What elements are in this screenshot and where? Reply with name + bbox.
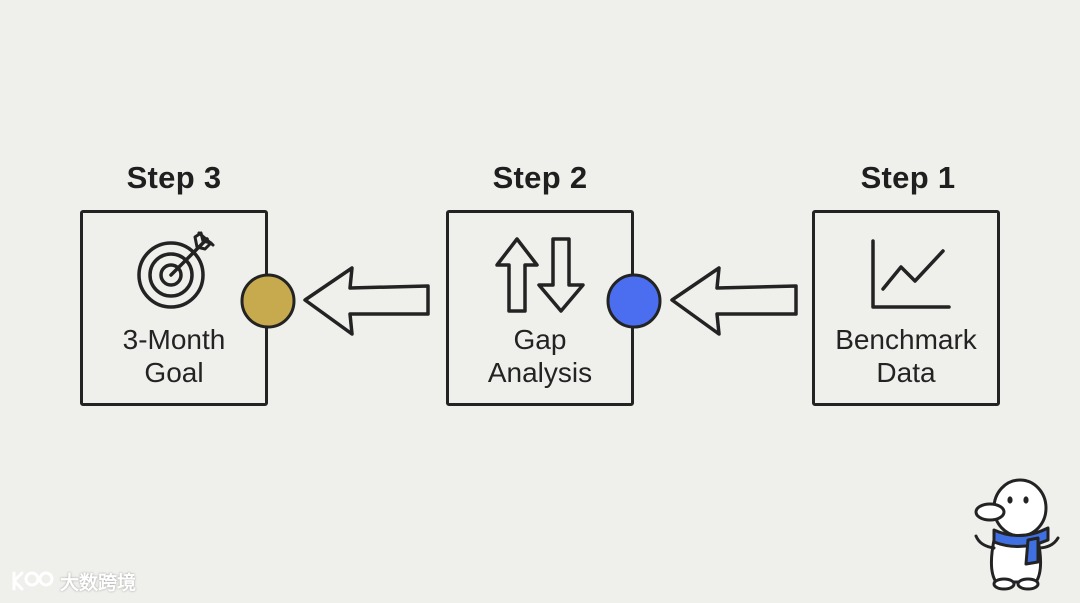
step3-label-line2: Goal: [144, 357, 204, 388]
step3-label: 3-Month Goal: [83, 323, 265, 389]
mascot-icon: [974, 478, 1060, 591]
arrow-step1-to-step2: [670, 266, 798, 336]
step2-label: Gap Analysis: [449, 323, 631, 389]
step1-label-line1: Benchmark: [835, 324, 977, 355]
step2-label-line2: Analysis: [487, 357, 593, 388]
watermark-logo-icon: [12, 571, 54, 591]
step2-title: Step 2: [492, 160, 588, 195]
step1-title: Step 1: [860, 160, 956, 195]
up-down-arrows-icon: [495, 237, 585, 313]
step1-label-line2: Data: [876, 357, 936, 388]
step3-title: Step 3: [126, 160, 222, 195]
arrow-step2-to-step3: [303, 266, 430, 336]
watermark: 大数跨境: [10, 567, 136, 595]
line-chart-icon: [871, 239, 951, 309]
target-icon: [137, 231, 215, 309]
step3-card: 3-Month Goal: [80, 210, 268, 406]
watermark-text: 大数跨境: [60, 572, 137, 594]
step3-label-line1: 3-Month: [122, 324, 226, 355]
step3-connector-dot: [240, 273, 296, 329]
step2-card: Gap Analysis: [446, 210, 634, 406]
step2-connector-dot: [606, 273, 662, 329]
step1-card: Benchmark Data: [812, 210, 1000, 406]
step1-label: Benchmark Data: [815, 323, 997, 389]
step2-label-line1: Gap: [513, 324, 567, 355]
